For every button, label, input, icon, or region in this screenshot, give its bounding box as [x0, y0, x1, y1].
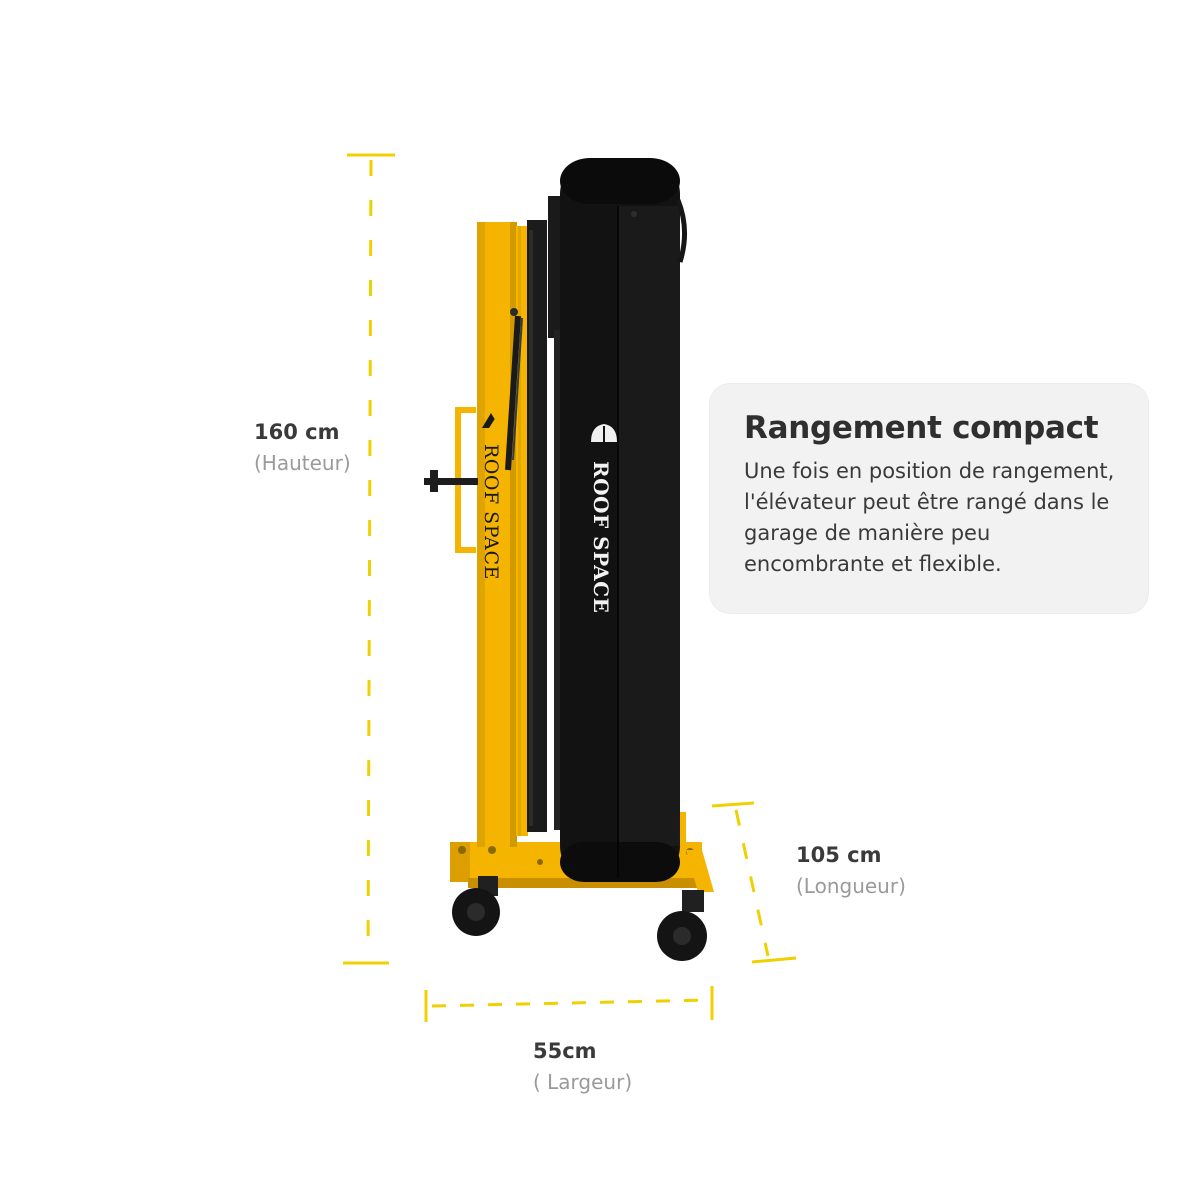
- logo-mark-frame: [482, 413, 503, 428]
- height-value: 160 cm: [254, 420, 340, 444]
- height-label: (Hauteur): [254, 451, 351, 475]
- width-label: ( Largeur): [533, 1070, 633, 1094]
- folded-tent-case: [548, 158, 688, 882]
- length-value: 105 cm: [796, 843, 882, 867]
- info-card: Rangement compact Une fois en position d…: [710, 384, 1148, 613]
- caster-wheel-left: [452, 876, 500, 936]
- info-card-body: Une fois en position de rangement, l'élé…: [744, 459, 1115, 576]
- length-label: (Longueur): [796, 874, 906, 898]
- height-dimension-line: [343, 153, 395, 965]
- info-card-title: Rangement compact: [744, 410, 1099, 446]
- logo-mark-tent: [591, 424, 617, 442]
- length-dimension-line: [711, 801, 797, 964]
- caster-wheel-right: [657, 890, 707, 961]
- width-dimension-line: [424, 986, 714, 1022]
- brand-text-frame: ROOF SPACE: [480, 444, 502, 580]
- brand-text-tent: ROOF SPACE: [589, 461, 613, 613]
- width-value: 55cm: [533, 1039, 597, 1063]
